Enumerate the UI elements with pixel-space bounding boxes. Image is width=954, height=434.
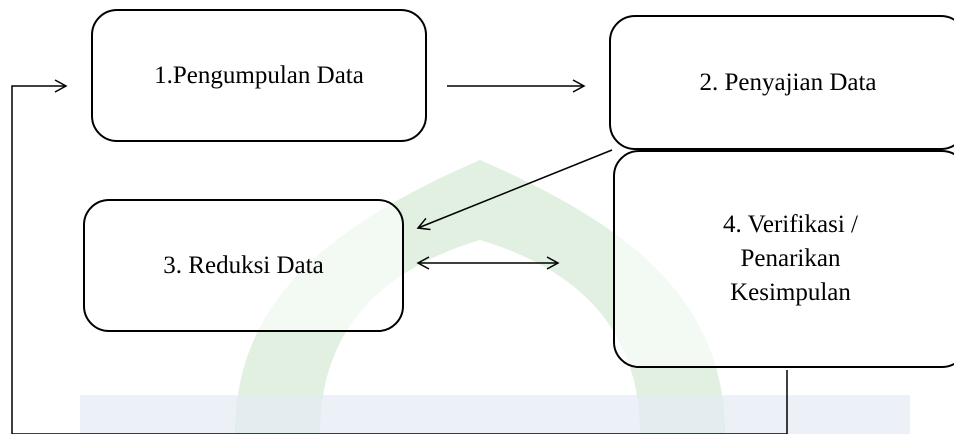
node-pengumpulan-data: 1.Pengumpulan Data [91,9,427,142]
node-reduksi-label: 3. Reduksi Data [163,251,324,279]
node-verifikasi-line-3: Kesimpulan [730,279,851,306]
node-penyajian-data: 2. Penyajian Data [609,15,954,150]
node-verifikasi-line-1: 4. Verifikasi / [723,211,858,238]
node-reduksi-data: 3. Reduksi Data [83,199,404,332]
edge-penyajian-to-reduksi [416,149,613,231]
node-penyajian-label: 2. Penyajian Data [699,68,877,96]
watermark-band [80,395,910,434]
node-pengumpulan-label: 1.Pengumpulan Data [154,61,364,89]
edge-verifikasi-feedback-loop [11,79,788,434]
node-verifikasi: 4. Verifikasi / Penarikan Kesimpulan [613,150,954,368]
node-verifikasi-line-2: Penarikan [740,245,841,272]
